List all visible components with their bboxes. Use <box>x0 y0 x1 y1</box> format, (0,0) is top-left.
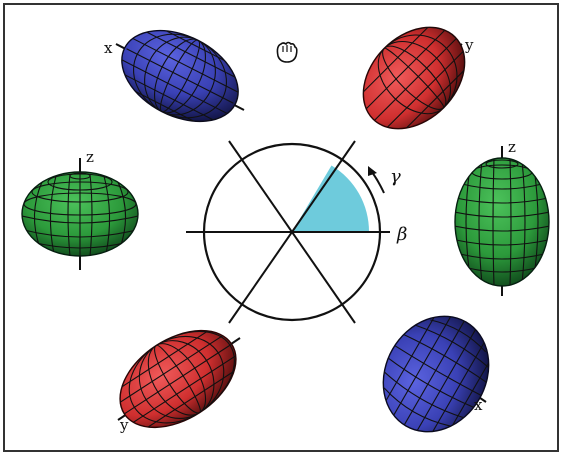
ellipsoid-blue-bottom-right: x <box>378 305 503 448</box>
diagonal-line-2 <box>228 140 356 324</box>
gamma-arrow-head <box>368 166 377 176</box>
ellipsoid-red-top-right: y <box>352 16 479 143</box>
gamma-arrow <box>371 171 385 194</box>
y-label-bottom: y <box>119 416 129 434</box>
z-label-right: z <box>508 138 516 156</box>
y-label-top: y <box>464 36 474 54</box>
x-label-top: x <box>104 39 113 57</box>
gamma-label: γ <box>390 166 401 187</box>
ellipsoid-green-left: z <box>21 148 139 270</box>
ellipsoid-red-bottom-left: y <box>110 323 246 435</box>
z-label-left: z <box>86 148 94 166</box>
ellipsoid-green-right: z <box>454 138 550 296</box>
ellipsoid-blue-top-left: x <box>104 12 254 140</box>
hand-grab-icon <box>276 41 298 63</box>
x-label-bottom: x <box>474 396 483 414</box>
gamma-sector <box>292 165 370 232</box>
angle-circle-diagram: γ β <box>186 140 407 324</box>
beta-label: β <box>396 224 407 245</box>
